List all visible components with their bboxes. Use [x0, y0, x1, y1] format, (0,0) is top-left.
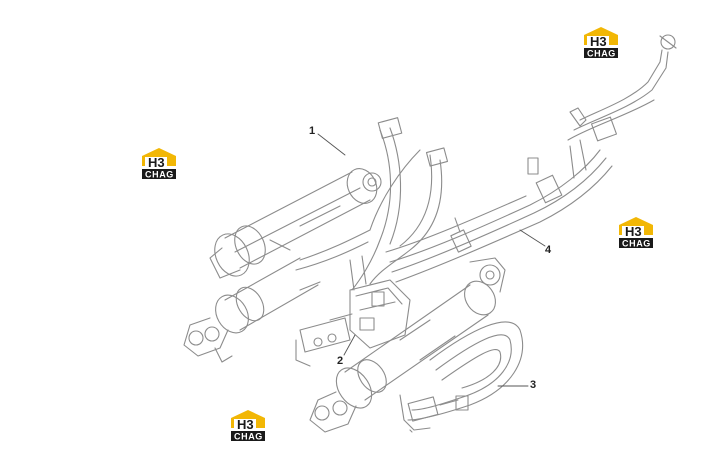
cylinder-upper [209, 168, 382, 279]
watermark-logo-left: H3 CHAG [142, 148, 176, 180]
hose-run-long [385, 149, 613, 283]
watermark-text: CHAG [587, 49, 616, 59]
valve-block [295, 255, 411, 367]
svg-text:CHAG: CHAG [145, 170, 174, 180]
svg-text:H3: H3 [625, 224, 642, 239]
hose-loop [399, 321, 524, 433]
svg-text:H3: H3 [148, 155, 165, 170]
hose-bundle-top [567, 34, 677, 179]
callout-3: 3 [530, 379, 536, 391]
svg-text:H3: H3 [237, 417, 254, 432]
watermark-logo-bottom-left: H3 CHAG [231, 410, 265, 442]
callout-2: 2 [337, 355, 343, 367]
cylinder-lower-centre [309, 257, 506, 433]
watermark-logo-top-right: H3 CHAG [584, 27, 618, 59]
leader-lines [317, 133, 546, 387]
watermark-mark: H3 [590, 34, 607, 49]
svg-text:CHAG: CHAG [622, 239, 651, 249]
watermark-logo-right: H3 CHAG [619, 217, 653, 249]
cylinder-lower-left [183, 257, 319, 363]
hose-bundle-upper [295, 117, 449, 291]
svg-text:CHAG: CHAG [234, 432, 263, 442]
callout-1: 1 [309, 125, 315, 137]
callout-4: 4 [545, 244, 552, 256]
